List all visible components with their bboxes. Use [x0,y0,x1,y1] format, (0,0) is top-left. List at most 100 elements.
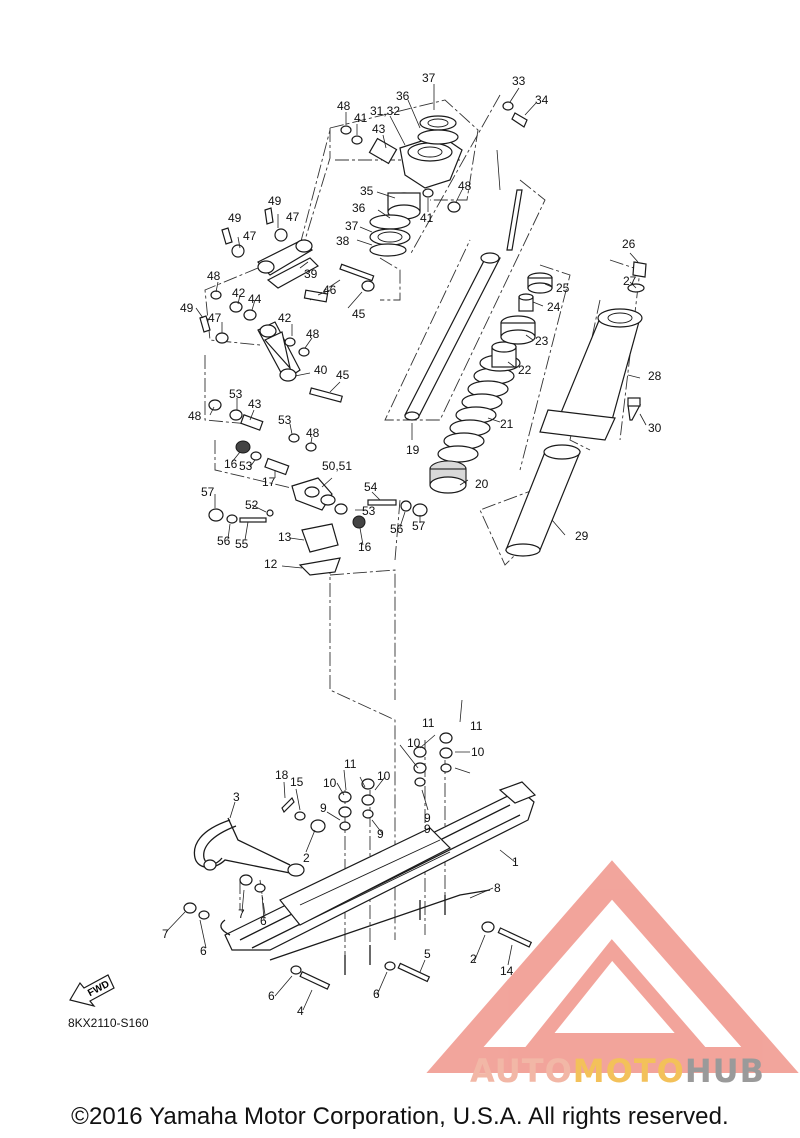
part-label: 48 [306,426,320,440]
part-label: 53 [229,387,243,401]
part-label: 57 [412,519,426,533]
part-label: 45 [352,307,366,321]
part-label: 36 [352,201,366,215]
part-label: 11 [470,719,483,733]
part-label: 49 [228,211,242,225]
part-label: 25 [556,281,570,295]
part-label: 55 [235,537,249,551]
part-label: 7 [238,907,245,921]
part-label: 56 [217,534,231,548]
part-label: 6 [260,914,267,928]
shock-cover-lower [505,444,581,557]
spring-seats [429,272,553,494]
part-label: 3 [233,790,240,804]
part-label: 26 [622,237,636,251]
part-label: 7 [162,927,169,941]
ski-handle [193,817,305,877]
part-label: 45 [336,368,350,382]
part-label: 36 [396,89,410,103]
part-label: 5 [424,947,431,961]
part-label: 10 [471,745,485,759]
part-label: 47 [286,210,300,224]
part-label: 38 [336,234,350,248]
copyright-notice: ©2016 Yamaha Motor Corporation, U.S.A. A… [71,1103,729,1130]
part-label: 42 [278,311,292,325]
part-label: 9 [424,811,431,825]
part-label: 12 [264,557,278,571]
part-label: 9 [320,801,327,815]
part-label: 53 [362,504,376,518]
watermark-logo-shape [426,860,799,1073]
diagram-code: 8KX2110-S160 [68,1016,149,1030]
part-label: 27 [623,274,637,288]
watermark-logo-text: AUTOMOTOHUB [470,1052,765,1090]
link-arm-lower [210,290,343,403]
part-label: 35 [360,184,374,198]
part-label: 46 [323,283,337,297]
part-label: 20 [475,477,489,491]
part-label: 9 [424,822,431,836]
part-label: 48 [207,269,221,283]
part-label: 39 [304,267,318,281]
part-label: 2 [303,851,310,865]
steering-bracket-upper [340,101,528,257]
part-label: 56 [390,522,404,536]
part-label: 47 [208,311,222,325]
part-label: 44 [248,292,262,306]
part-label: 19 [406,443,420,457]
part-label: 6 [373,987,380,1001]
part-label: 42 [232,286,246,300]
part-label: 18 [275,768,289,782]
watermark-part-c: HUB [684,1052,766,1090]
part-label: 37 [345,219,359,233]
part-label: 40 [314,363,328,377]
part-label: 41 [354,111,368,125]
pivot-block [208,399,428,576]
part-label: 49 [180,301,194,315]
part-label: 43 [248,397,262,411]
watermark-part-a: AUTO [470,1052,573,1090]
part-label: 24 [547,300,561,314]
part-label: 33 [512,74,526,88]
part-label: 16 [358,540,372,554]
ski-body [220,781,537,961]
part-label: 37 [422,71,436,85]
part-label: 22 [518,363,532,377]
part-label: 53 [239,459,253,473]
part-label: 9 [377,827,384,841]
part-label: 31,32 [370,104,400,118]
part-label: 13 [278,530,292,544]
part-label: 11 [422,716,435,730]
part-label: 10 [407,736,421,750]
part-label: 11 [344,757,357,771]
part-label: 6 [200,944,207,958]
part-label: 48 [337,99,351,113]
part-label: 48 [306,327,320,341]
shock-spring [437,354,521,463]
part-label: 50,51 [322,459,352,473]
part-label: 30 [648,421,662,435]
part-label: 14 [500,964,514,978]
part-label: 23 [535,334,549,348]
ski-fasteners [183,732,533,990]
part-label: 15 [290,775,304,789]
part-label: 43 [372,122,386,136]
part-label: 29 [575,529,589,543]
part-label: 53 [278,413,292,427]
part-label: 28 [648,369,662,383]
part-label: 10 [323,776,337,790]
part-label: 52 [245,498,259,512]
part-label: 49 [268,194,282,208]
leader-lines [165,84,647,1011]
part-label: 2 [470,952,477,966]
part-label: 21 [500,417,514,431]
part-label: 6 [268,989,275,1003]
part-label: 34 [535,93,549,107]
part-label: 57 [201,485,215,499]
shock-absorber-shaft [404,189,523,421]
part-label: 41 [420,211,434,225]
part-label: 54 [364,480,378,494]
part-label: 48 [458,179,472,193]
